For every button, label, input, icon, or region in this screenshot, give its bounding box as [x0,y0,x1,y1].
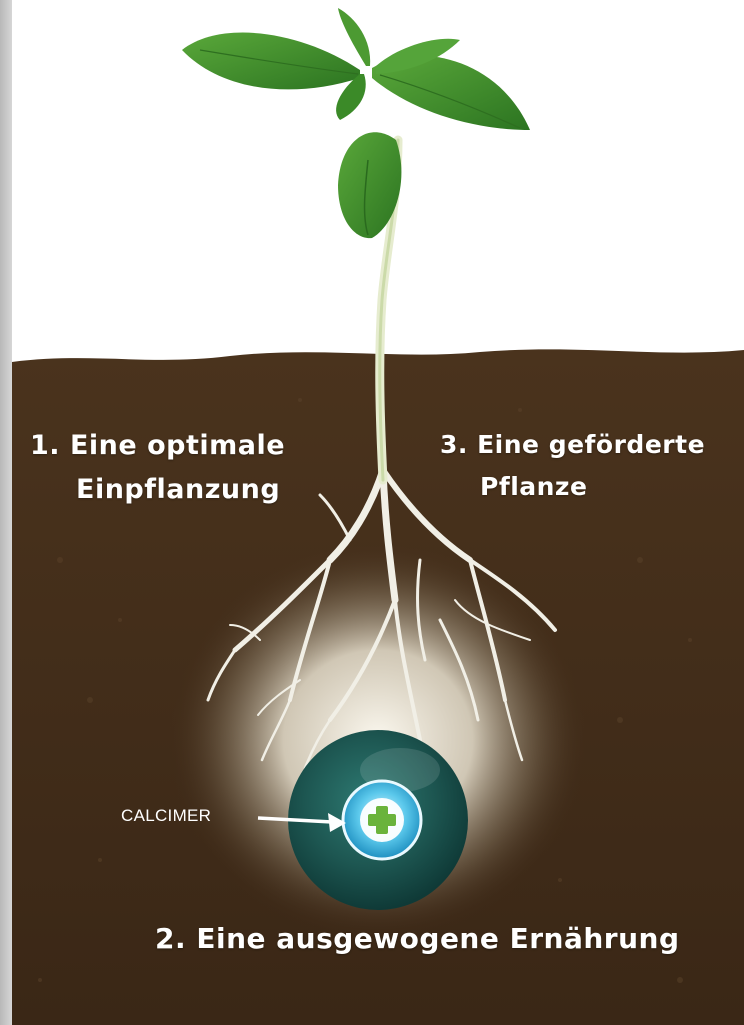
label-promoted-plant: 3. Eine geförderte Pflanze [440,424,705,508]
label-optimal-planting: 1. Eine optimale Einpflanzung [30,424,285,512]
label-optimal-planting-line1: 1. Eine optimale [30,430,285,461]
calcimer-label: CALCIMER [121,806,211,826]
plant-leaves [182,8,530,238]
leaf-top [338,8,370,66]
label-balanced-nutrition: 2. Eine ausgewogene Ernährung [155,922,680,955]
label-optimal-planting-line2: Einpflanzung [30,468,285,512]
label-promoted-plant-line1: 3. Eine geförderte [440,430,705,459]
label-promoted-plant-line2: Pflanze [440,466,705,508]
